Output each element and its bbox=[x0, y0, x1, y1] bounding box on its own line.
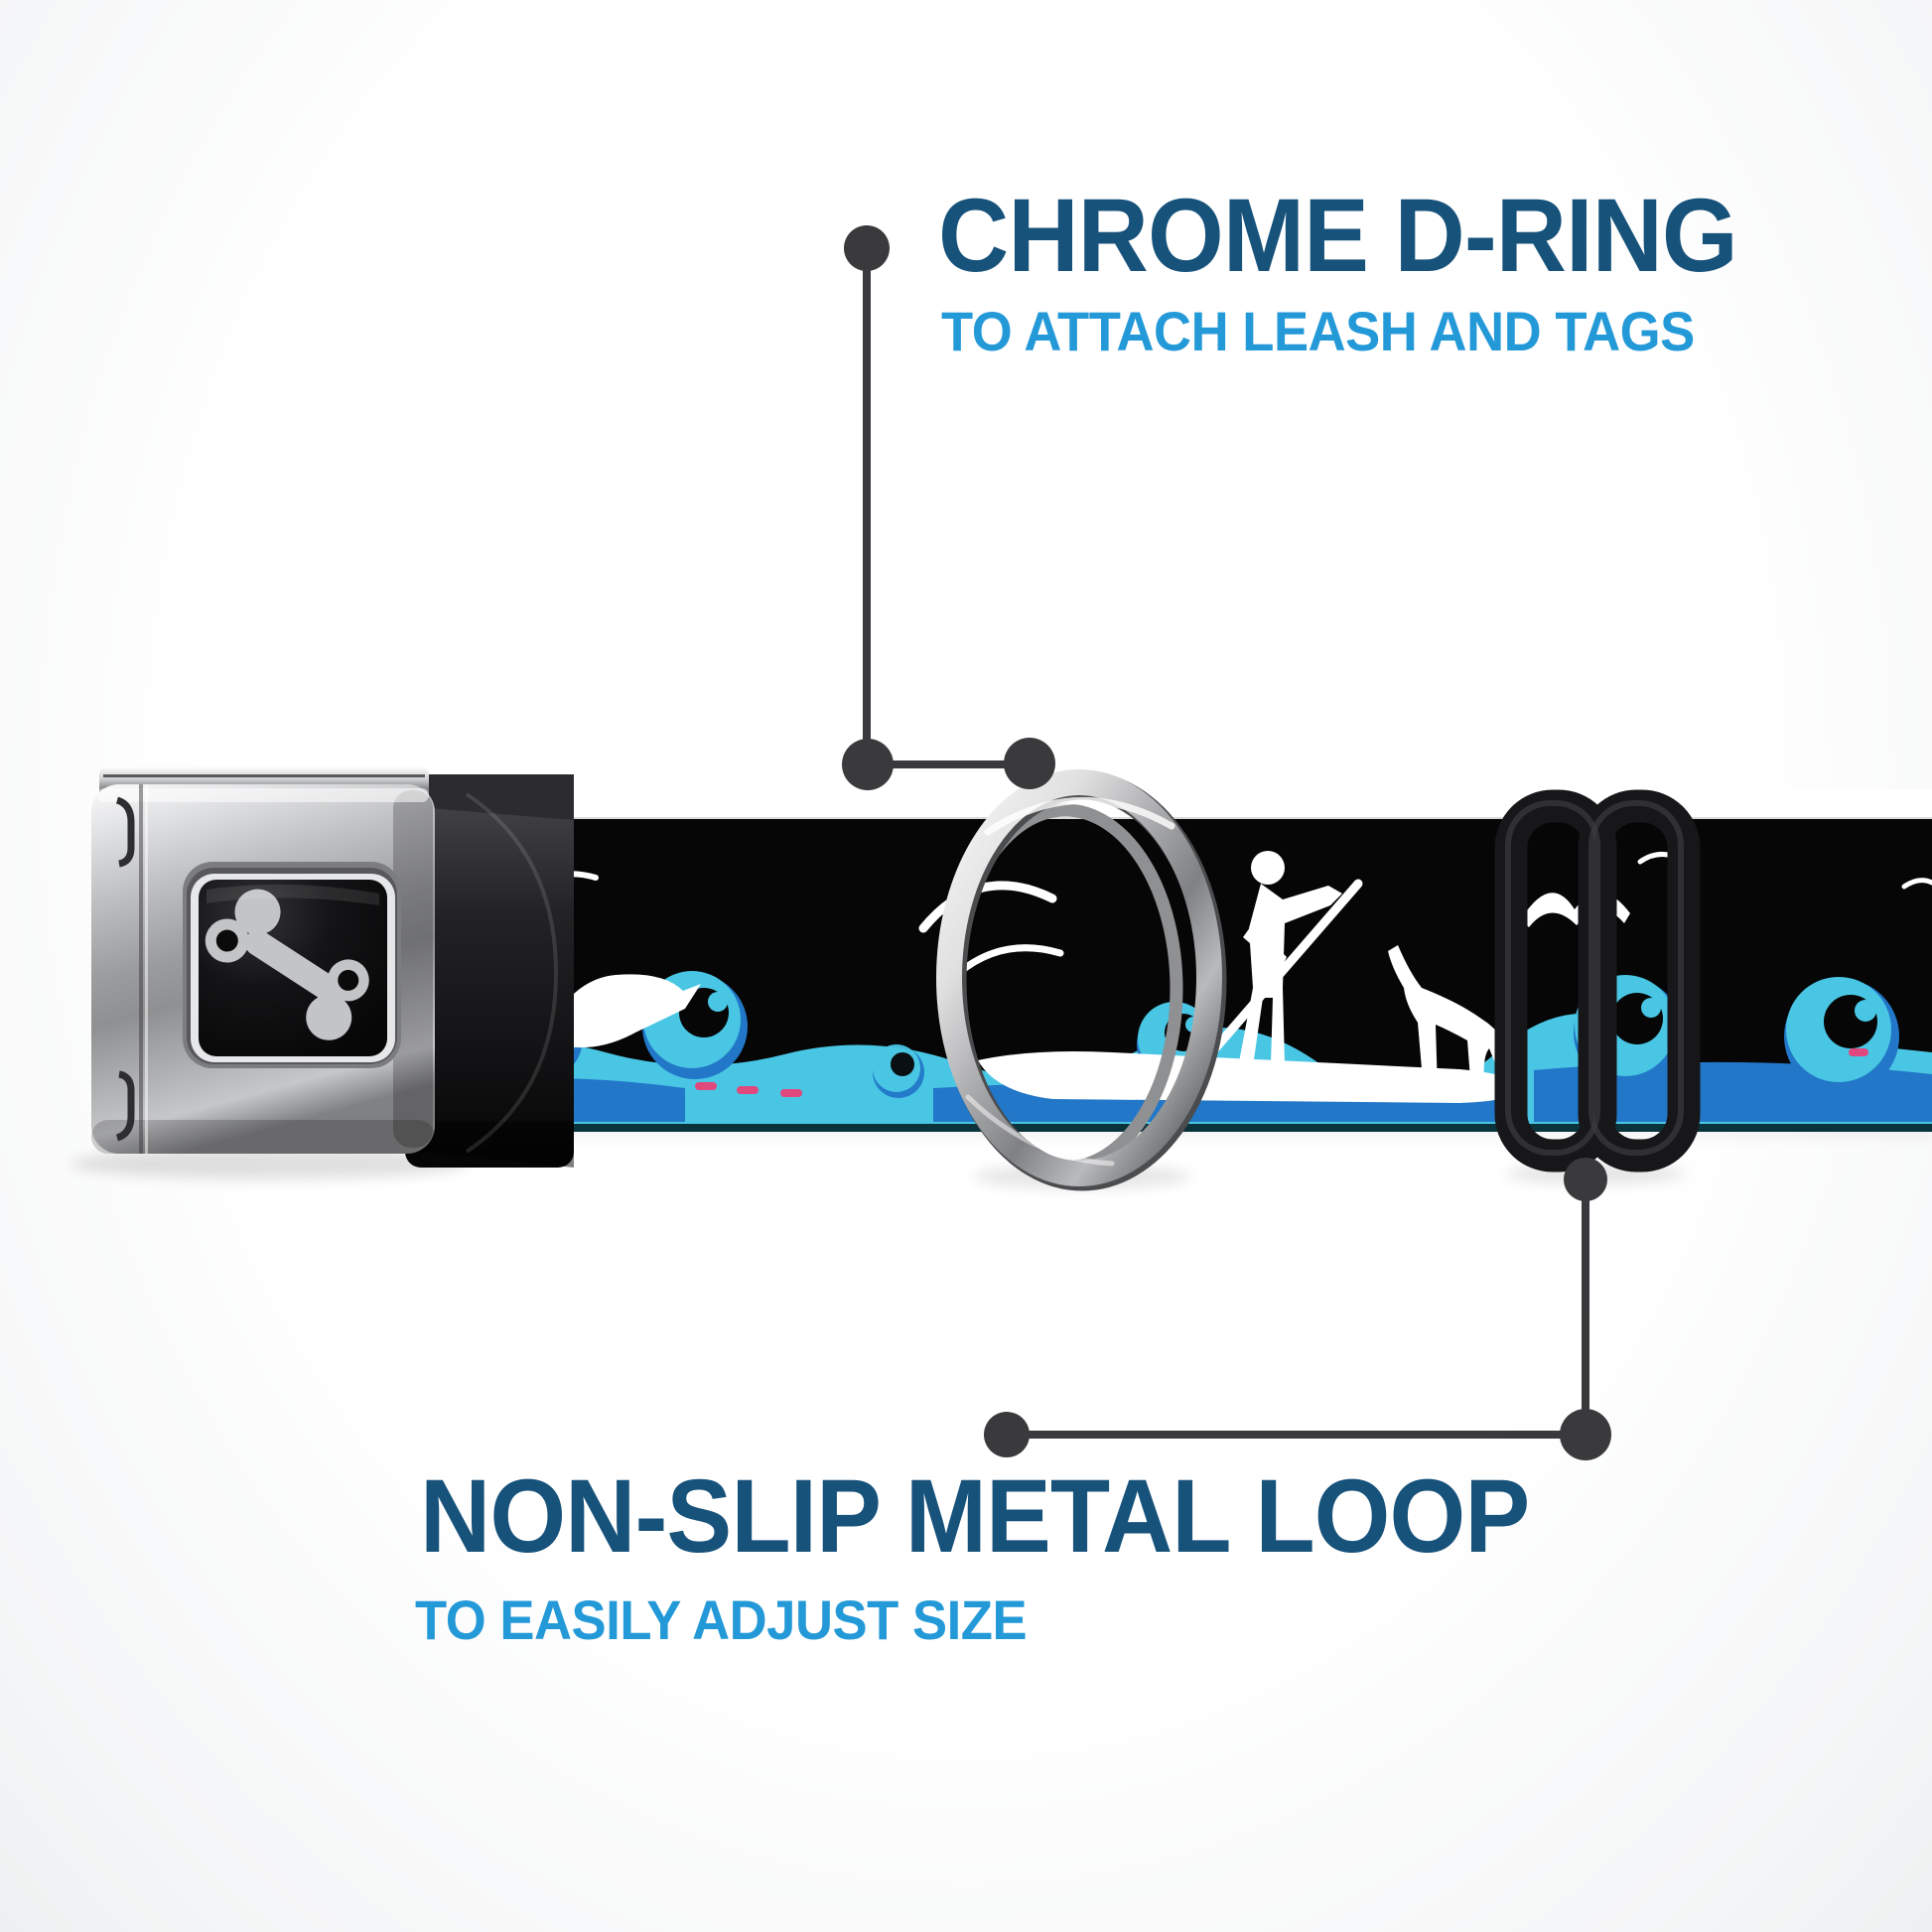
pattern-silhouettes bbox=[501, 851, 1932, 1103]
leader-line-vertical bbox=[863, 248, 871, 764]
callout-dot bbox=[984, 1412, 1030, 1457]
dog-silhouette bbox=[1388, 945, 1513, 1092]
callout-dot bbox=[1004, 738, 1055, 789]
callout-title-d-ring: CHROME D-RING bbox=[938, 178, 1738, 294]
paddleboard-silhouette bbox=[978, 1051, 1519, 1103]
strap-edge-band bbox=[427, 789, 1932, 819]
buckle-latch bbox=[405, 774, 574, 1168]
seatbelt-buckle bbox=[91, 766, 435, 1154]
dog-bone-icon bbox=[205, 889, 369, 1040]
metal-tri-glide-loop bbox=[1494, 789, 1701, 1173]
leader-line-horizontal bbox=[1007, 1431, 1586, 1439]
callout-subtitle-d-ring: TO ATTACH LEASH AND TAGS bbox=[941, 300, 1695, 362]
callout-subtitle-metal-loop: TO EASILY ADJUST SIZE bbox=[415, 1588, 1028, 1651]
leader-line-horizontal bbox=[868, 760, 1030, 768]
leader-line-vertical bbox=[1582, 1179, 1589, 1435]
chrome-d-ring bbox=[936, 769, 1227, 1191]
paddleboarder-silhouette bbox=[1251, 851, 1285, 885]
callout-title-metal-loop: NON-SLIP METAL LOOP bbox=[420, 1458, 1530, 1575]
